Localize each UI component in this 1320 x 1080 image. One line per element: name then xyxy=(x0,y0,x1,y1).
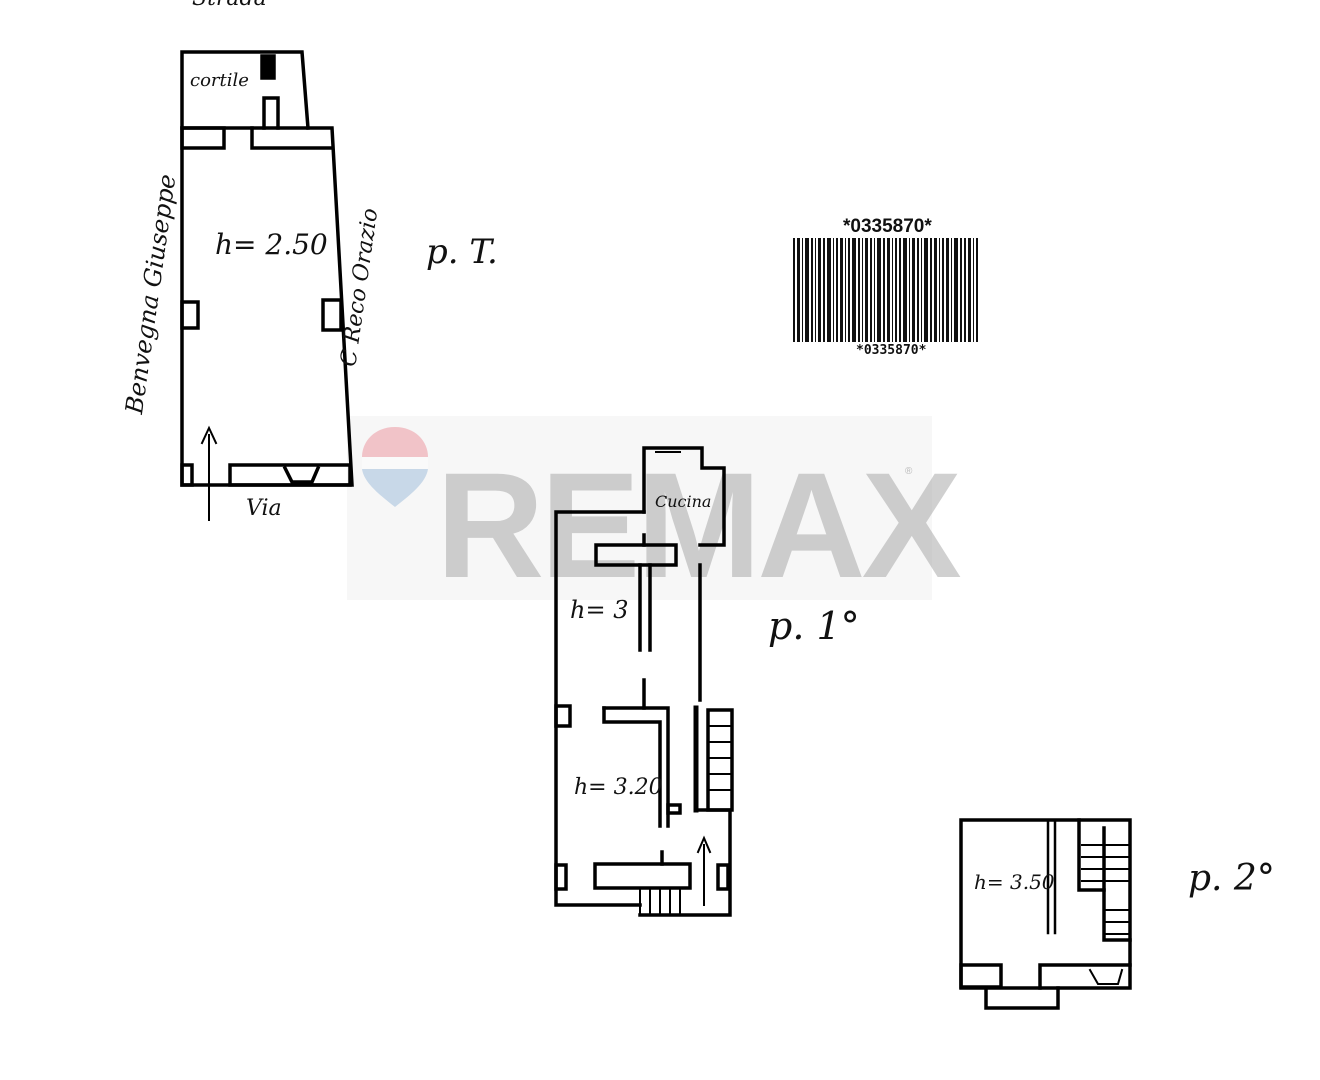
barcode xyxy=(793,238,1013,342)
first-floor-level-label: p. 1° xyxy=(768,604,860,648)
ground-floor-level-label: p. T. xyxy=(426,232,498,272)
courtyard-label: cortile xyxy=(190,70,249,91)
ground-floor-plan xyxy=(180,50,354,521)
second-floor-plan xyxy=(959,818,1132,1010)
ground-floor-height-label: h= 2.50 xyxy=(215,228,328,261)
barcode-bottom-label: *0335870* xyxy=(856,343,927,358)
top-fragment-label: Strada xyxy=(192,0,267,11)
kitchen-label: Cucina xyxy=(655,492,712,511)
second-floor-height-label: h= 3.50 xyxy=(974,870,1055,894)
first-floor-height-upper-label: h= 3 xyxy=(570,596,629,624)
watermark-registered-mark: ® xyxy=(905,466,913,477)
second-floor-level-label: p. 2° xyxy=(1188,858,1275,899)
remax-balloon-icon xyxy=(362,427,428,507)
first-floor-plan xyxy=(554,446,734,917)
street-label: Via xyxy=(246,496,282,521)
first-floor-height-lower-label: h= 3.20 xyxy=(574,775,663,800)
barcode-top-label: *0335870* xyxy=(843,216,932,237)
